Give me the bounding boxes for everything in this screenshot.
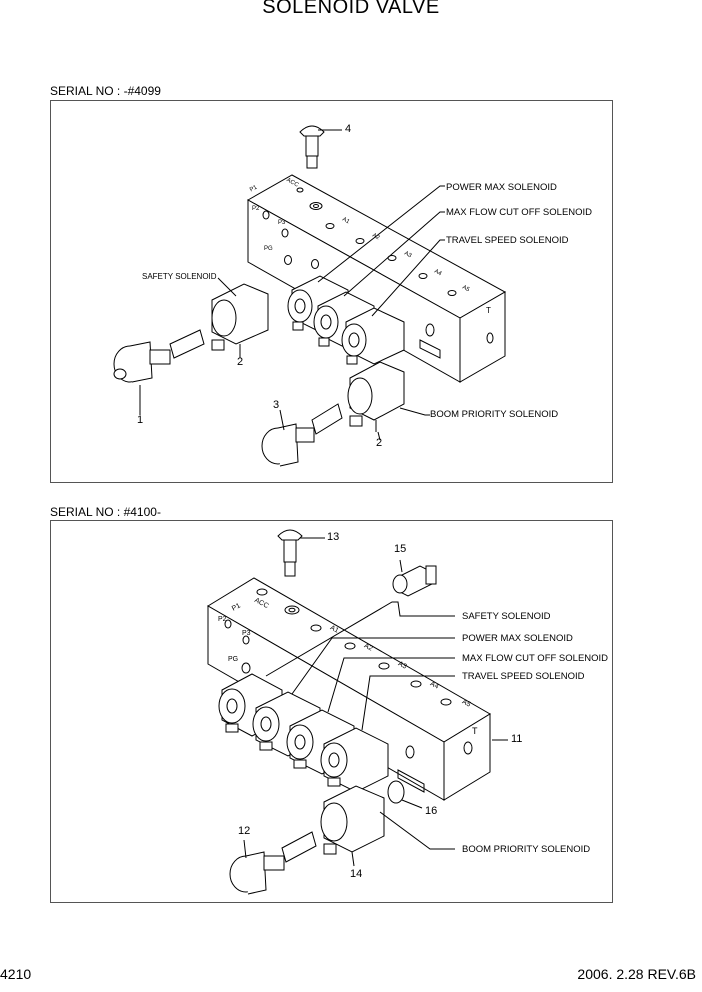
port-mark-t-bottom: T xyxy=(472,726,478,736)
part-number-1: 1 xyxy=(137,414,144,426)
port-mark-p3-bottom: P3 xyxy=(242,630,251,637)
leader-lines-top xyxy=(217,185,445,441)
serial-number-bottom: SERIAL NO : #4100- xyxy=(50,505,161,519)
port-mark-p2-bottom: P2 xyxy=(218,616,227,623)
port-mark-p3-top: P3 xyxy=(278,220,286,226)
label-boom-priority-top: BOOM PRIORITY SOLENOID xyxy=(430,409,559,420)
part-number-11: 11 xyxy=(511,733,523,745)
part-number-15: 15 xyxy=(394,543,407,555)
fitting-15 xyxy=(392,559,437,597)
page-number: 4210 xyxy=(0,966,32,982)
cartridge-12 xyxy=(229,831,317,895)
leader-lines-bottom xyxy=(265,601,508,850)
label-travel-speed-top: TRAVEL SPEED SOLENOID xyxy=(446,235,569,246)
port-mark-p2-top: P2 xyxy=(252,206,260,212)
label-safety-bottom: SAFETY SOLENOID xyxy=(462,611,551,622)
part-number-16: 16 xyxy=(425,805,438,817)
bottom-diagram-frame xyxy=(50,520,613,903)
valve-block-top xyxy=(246,174,507,383)
oring-16 xyxy=(387,780,423,809)
label-power-max-bottom: POWER MAX SOLENOID xyxy=(462,633,573,644)
coil-boom-priority-top xyxy=(347,361,405,432)
label-safety-top: SAFETY SOLENOID xyxy=(142,272,217,281)
date-revision: 2006. 2.28 REV.6B xyxy=(577,966,696,982)
port-mark-pg-top: PG xyxy=(264,246,273,252)
part-number-14: 14 xyxy=(350,868,363,880)
coil-travel-speed-bottom xyxy=(320,727,389,793)
part-number-2-upper: 2 xyxy=(237,356,244,368)
part-number-4: 4 xyxy=(345,123,352,135)
page-title: SOLENOID VALVE xyxy=(262,0,440,18)
coil-safety-top xyxy=(211,283,269,356)
label-travel-speed-bottom: TRAVEL SPEED SOLENOID xyxy=(462,671,585,682)
label-power-max-top: POWER MAX SOLENOID xyxy=(446,182,557,193)
coil-travel-speed-top xyxy=(341,307,405,365)
part-number-13: 13 xyxy=(327,531,340,543)
port-mark-pg-bottom: PG xyxy=(228,656,239,663)
part-number-2-lower: 2 xyxy=(376,437,383,449)
top-diagram-frame xyxy=(50,100,613,483)
part-number-12: 12 xyxy=(238,825,251,837)
port-mark-t-top: T xyxy=(486,306,491,315)
coil-boom-priority-bottom xyxy=(320,785,385,867)
cartridge-1 xyxy=(113,329,205,415)
label-max-flow-bottom: MAX FLOW CUT OFF SOLENOID xyxy=(462,653,609,664)
label-boom-priority-bottom: BOOM PRIORITY SOLENOID xyxy=(462,844,591,855)
bolt-13 xyxy=(277,529,325,577)
cartridge-3 xyxy=(261,403,343,467)
part-number-3: 3 xyxy=(273,399,280,411)
label-max-flow-top: MAX FLOW CUT OFF SOLENOID xyxy=(446,207,593,218)
serial-number-top: SERIAL NO : -#4099 xyxy=(50,84,161,98)
bolt-4 xyxy=(299,125,342,169)
